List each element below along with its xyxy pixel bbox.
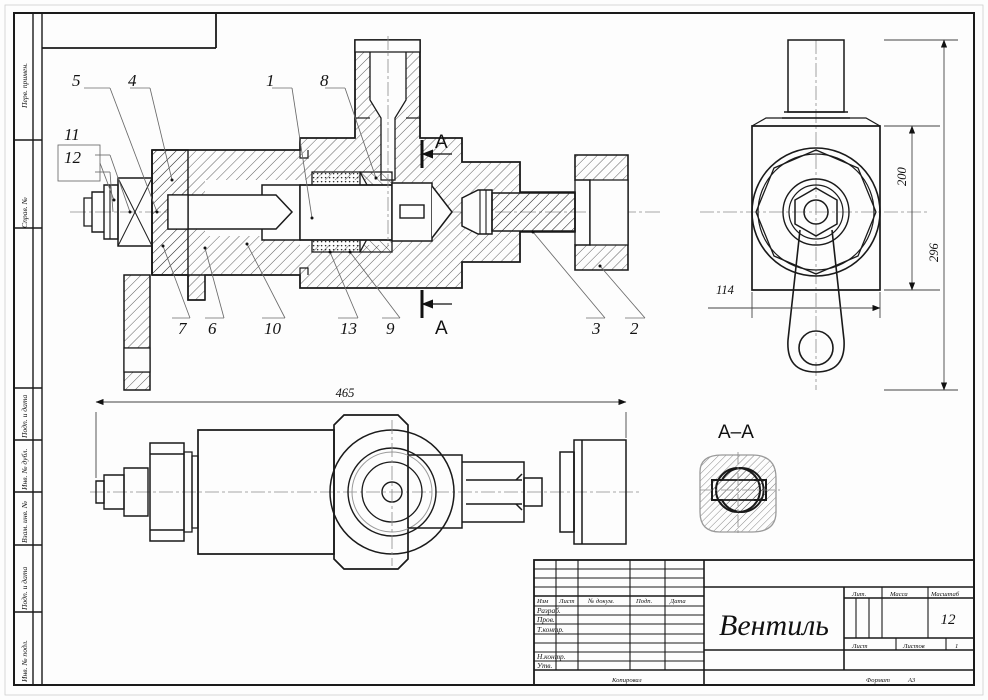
top-left-frame-table [42, 13, 217, 49]
tb-header-izm: Изм [536, 598, 549, 605]
tb-role-tkontr: Т.контр. [537, 625, 564, 634]
tb-role-prov: Пров. [536, 615, 555, 624]
position-number-13: 13 [340, 319, 357, 338]
leader-dots [112, 176, 602, 268]
part-name-title: Вентиль [719, 609, 829, 642]
dimension-200-text: 200 [895, 167, 909, 187]
tb-header-data: Дата [669, 598, 686, 605]
position-number-12: 12 [64, 148, 82, 167]
valve-handle [787, 229, 845, 373]
dimension-296-text: 296 [927, 243, 941, 263]
hex-nut [794, 187, 838, 237]
left-margin-block [14, 13, 43, 685]
margin-label-vzam-inv-no: Взам. инв. № [20, 500, 29, 543]
tb-scale-value: 12 [941, 612, 957, 628]
tb-format-value: A3 [907, 677, 916, 684]
dome-octagon [755, 149, 877, 275]
right-cap-nut [574, 154, 629, 271]
tb-role-razrab: Разраб. [536, 606, 561, 615]
position-number-6: 6 [208, 319, 217, 338]
tb-header-podp: Подп. [635, 598, 653, 605]
tb-header-list: Лист [558, 598, 575, 605]
right-plunger [461, 189, 576, 235]
dome-inner-circle [757, 153, 875, 271]
top-column [354, 39, 421, 119]
tb-role-utv: Утв. [537, 661, 553, 670]
tb-label-listov: Листов [902, 643, 925, 650]
position-number-3: 3 [591, 319, 601, 338]
section-aa-label: A–A [718, 422, 754, 443]
section-cut-mark-top: A [420, 132, 452, 168]
margin-label-sprav-no: Справ. № [20, 196, 29, 228]
margin-label-podp-i-data-1: Подп. и дата [20, 394, 29, 439]
position-number-5: 5 [72, 71, 81, 90]
plan-body-square [333, 414, 409, 570]
stem-key-block [391, 182, 453, 242]
tb-copied-label: Копировал [611, 677, 642, 684]
dimension-114 [708, 292, 881, 318]
tb-label-list: Лист [851, 643, 868, 650]
section-label-a-bottom: A [435, 318, 448, 339]
position-leaders [84, 87, 646, 319]
section-label-a-top: A [435, 132, 448, 153]
title-block: Изм Лист № докум. Подп. Дата Разраб. Про… [533, 559, 975, 686]
dimension-465 [95, 398, 627, 478]
sheet-frame [4, 4, 984, 696]
right-end-view: 200 296 114 [700, 39, 958, 391]
position-box-11-12 [57, 144, 115, 201]
margin-label-inv-no-podl: Инв. № подл. [20, 640, 29, 683]
position-number-9: 9 [386, 319, 395, 338]
valve-spindle [167, 184, 393, 241]
margin-label-podp-i-data-2: Подп. и дата [20, 566, 29, 611]
tb-header-no-dokum: № докум. [587, 598, 615, 605]
section-cut-mark-bottom: A [420, 290, 452, 339]
dimension-200 [884, 125, 940, 291]
position-number-11: 11 [64, 125, 80, 144]
left-margin-labels: Перв. примен. Справ. № Подп. и дата Инв.… [20, 63, 29, 683]
margin-label-perv-primen: Перв. примен. [20, 63, 29, 109]
section-a-a-view: A–A [699, 422, 780, 536]
dome-outer-circle [751, 147, 881, 277]
position-number-10: 10 [264, 319, 282, 338]
dimension-114-text: 114 [716, 283, 734, 297]
position-number-7: 7 [178, 319, 188, 338]
dimension-296 [884, 39, 958, 391]
tb-header-masshtab: Масштаб [930, 591, 960, 598]
main-assembly-section-view: 5 4 1 8 11 12 7 6 10 13 9 3 2 A A [57, 36, 660, 391]
position-number-1: 1 [266, 71, 275, 90]
plan-hex-nut [149, 442, 185, 542]
position-number-2: 2 [630, 319, 639, 338]
tb-value-sheets: 1 [955, 643, 958, 650]
dimension-465-text: 465 [336, 386, 355, 400]
mounting-bracket-arm [123, 274, 151, 391]
tb-header-lit: Лит. [851, 591, 867, 598]
margin-label-inv-no-dubl: Инв. № дубл. [20, 449, 29, 491]
bottom-plan-view: 465 [90, 386, 640, 570]
position-number-8: 8 [320, 71, 329, 90]
tb-format-label: Формат [866, 677, 890, 684]
tb-header-massa: Масса [889, 591, 908, 598]
plan-right-cap [523, 439, 627, 545]
tb-role-nkontr: Н.контр. [536, 652, 566, 661]
position-number-4: 4 [128, 71, 137, 90]
